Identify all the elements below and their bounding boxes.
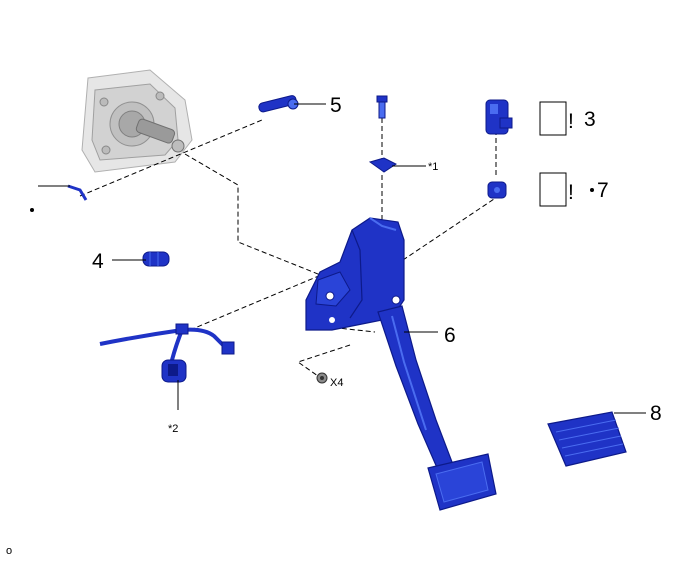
label-part-7: 7	[597, 179, 609, 202]
leader-switch	[399, 130, 501, 263]
leader-clip-to-pin	[79, 119, 263, 197]
label-x4: X4	[330, 377, 343, 389]
wire-harness	[99, 323, 235, 383]
switch-part-3	[485, 99, 513, 135]
brake-pedal-assembly-part-6	[305, 217, 497, 511]
callout-lines	[38, 103, 646, 414]
label-star2: *2	[168, 423, 178, 435]
cushion-part-7	[487, 181, 507, 199]
brake-booster-housing	[81, 69, 193, 173]
label-part-3: 3	[584, 108, 596, 131]
label-star1: *1	[428, 161, 438, 173]
clip-part-star1	[368, 157, 397, 173]
label-part-5: 5	[330, 94, 342, 117]
leader-rod-to-bracket	[184, 153, 339, 283]
bushing-part-4	[142, 251, 170, 267]
clip-part	[67, 184, 88, 201]
caution-mark-3: !	[568, 110, 574, 133]
label-part-6: 6	[444, 324, 456, 347]
dot-part-7	[590, 188, 594, 192]
bolt-part	[376, 95, 388, 119]
label-part-4: 4	[92, 250, 104, 273]
dot-left	[30, 208, 34, 212]
box-part-3	[539, 101, 567, 136]
nut-x4	[316, 372, 328, 384]
corner-mark: o	[6, 545, 12, 557]
pin-part-5	[258, 95, 299, 113]
label-part-8: 8	[650, 402, 662, 425]
caution-mark-7: !	[568, 181, 574, 204]
pedal-pad-part-8	[547, 411, 627, 467]
leader-nuts	[296, 344, 351, 377]
box-part-7	[539, 172, 567, 207]
